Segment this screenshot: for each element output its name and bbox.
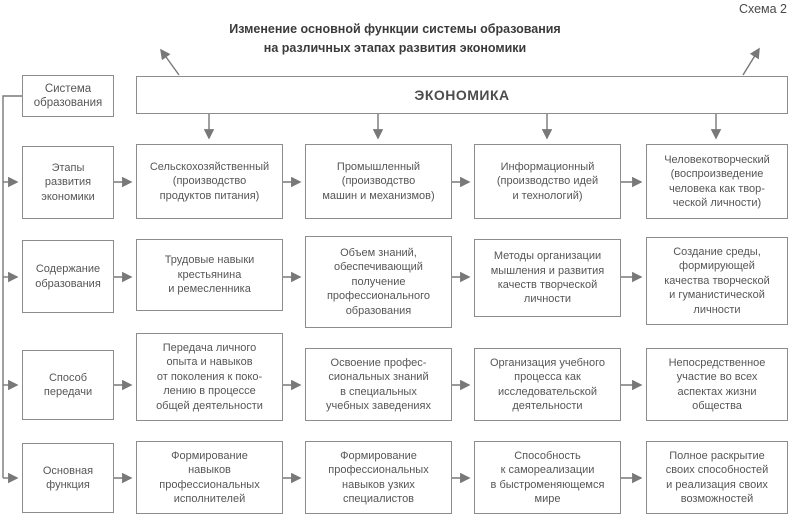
stage-informational-box: Информационный (производство идей и техн…: [474, 144, 621, 219]
transfer-professional-knowledge-box: Освоение профес- сиональных знаний в спе…: [305, 348, 452, 421]
content-knowledge-volume-box: Объем знаний, обеспечивающий получение п…: [305, 236, 452, 328]
economy-down-arrows: [203, 114, 722, 140]
transfer-personal-experience-box: Передача личного опыта и навыков от поко…: [136, 333, 283, 421]
row-label-education-content: Содержание образования: [22, 240, 114, 313]
content-environment-box: Создание среды, формирующей качества тво…: [646, 237, 788, 325]
row-label-main-function: Основная функция: [22, 443, 114, 513]
stage-industrial-box: Промышленный (производство машин и механ…: [305, 144, 452, 219]
economy-box: ЭКОНОМИКА: [136, 76, 788, 114]
content-labor-skills-box: Трудовые навыки крестьянина и ремесленни…: [136, 239, 283, 311]
diagram-title: Изменение основной функции системы образ…: [0, 20, 790, 58]
row-label-economy-stages: Этапы развития экономики: [22, 146, 114, 219]
function-self-realization-box: Способность к самореализации в быстромен…: [474, 441, 621, 514]
title-line-2: на различных этапах развития экономики: [263, 41, 527, 55]
function-performers-skills-box: Формирование навыков профессиональных ис…: [136, 441, 283, 514]
content-thinking-methods-box: Методы организации мышления и развития к…: [474, 239, 621, 317]
stage-agricultural-box: Сельскохозяйственный (производство проду…: [136, 144, 283, 219]
row-label-transfer-method: Способ передачи: [22, 350, 114, 420]
education-system-spine: [2, 95, 22, 484]
transfer-direct-participation-box: Непосредственное участие во всех аспекта…: [646, 348, 788, 421]
function-full-potential-box: Полное раскрытие своих способностей и ре…: [646, 441, 788, 514]
scheme-number-label: Схема 2: [738, 2, 787, 16]
education-system-box: Система образования: [22, 75, 114, 117]
stage-human-creative-box: Человекотворческий (воспроизведение чело…: [646, 144, 788, 219]
title-line-1: Изменение основной функции системы образ…: [229, 22, 561, 36]
function-specialists-skills-box: Формирование профессиональных навыков уз…: [305, 441, 452, 514]
transfer-research-process-box: Организация учебного процесса как исслед…: [474, 348, 621, 421]
